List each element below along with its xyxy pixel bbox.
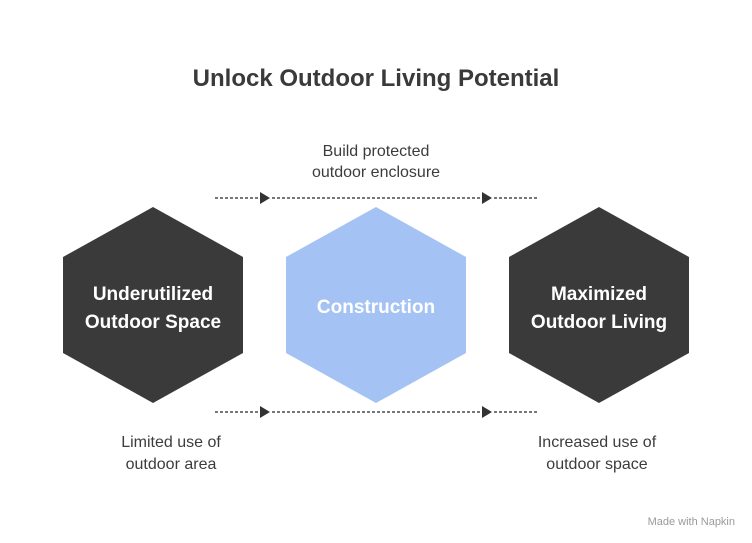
top-caption-line-2: outdoor enclosure	[312, 164, 440, 181]
bottom-connector-arrow-2	[482, 406, 492, 418]
caption-maximized: Increased use of outdoor space	[538, 434, 657, 473]
stage-construction-label: Construction	[317, 297, 435, 318]
stage-underutilized-hexagon	[63, 207, 243, 403]
stage-construction-hexagon	[286, 207, 466, 403]
stage-maximized: Maximized Outdoor Living	[509, 207, 689, 403]
caption-maximized-line-1: Increased use of	[538, 434, 657, 451]
stage-maximized-hexagon	[509, 207, 689, 403]
stage-maximized-label-line-1: Maximized	[551, 284, 647, 305]
diagram-title: Unlock Outdoor Living Potential	[193, 65, 560, 92]
top-connector	[215, 192, 538, 204]
bottom-connector	[215, 406, 538, 418]
bottom-connector-arrow-1	[260, 406, 270, 418]
top-connector-arrow-1	[260, 192, 270, 204]
top-connector-arrow-2	[482, 192, 492, 204]
watermark: Made with Napkin	[648, 516, 735, 528]
stage-underutilized-label-line-1: Underutilized	[93, 284, 213, 305]
stage-maximized-label-line-2: Outdoor Living	[531, 312, 667, 333]
stage-underutilized: Underutilized Outdoor Space	[63, 207, 243, 403]
caption-underutilized-line-2: outdoor area	[126, 456, 217, 473]
top-caption-line-1: Build protected	[323, 143, 430, 160]
caption-maximized-line-2: outdoor space	[546, 456, 648, 473]
caption-underutilized-line-1: Limited use of	[121, 434, 221, 451]
stage-construction: Construction	[286, 207, 466, 403]
top-caption: Build protected outdoor enclosure	[312, 143, 440, 181]
stage-underutilized-label-line-2: Outdoor Space	[85, 312, 221, 333]
caption-underutilized: Limited use of outdoor area	[121, 434, 221, 473]
